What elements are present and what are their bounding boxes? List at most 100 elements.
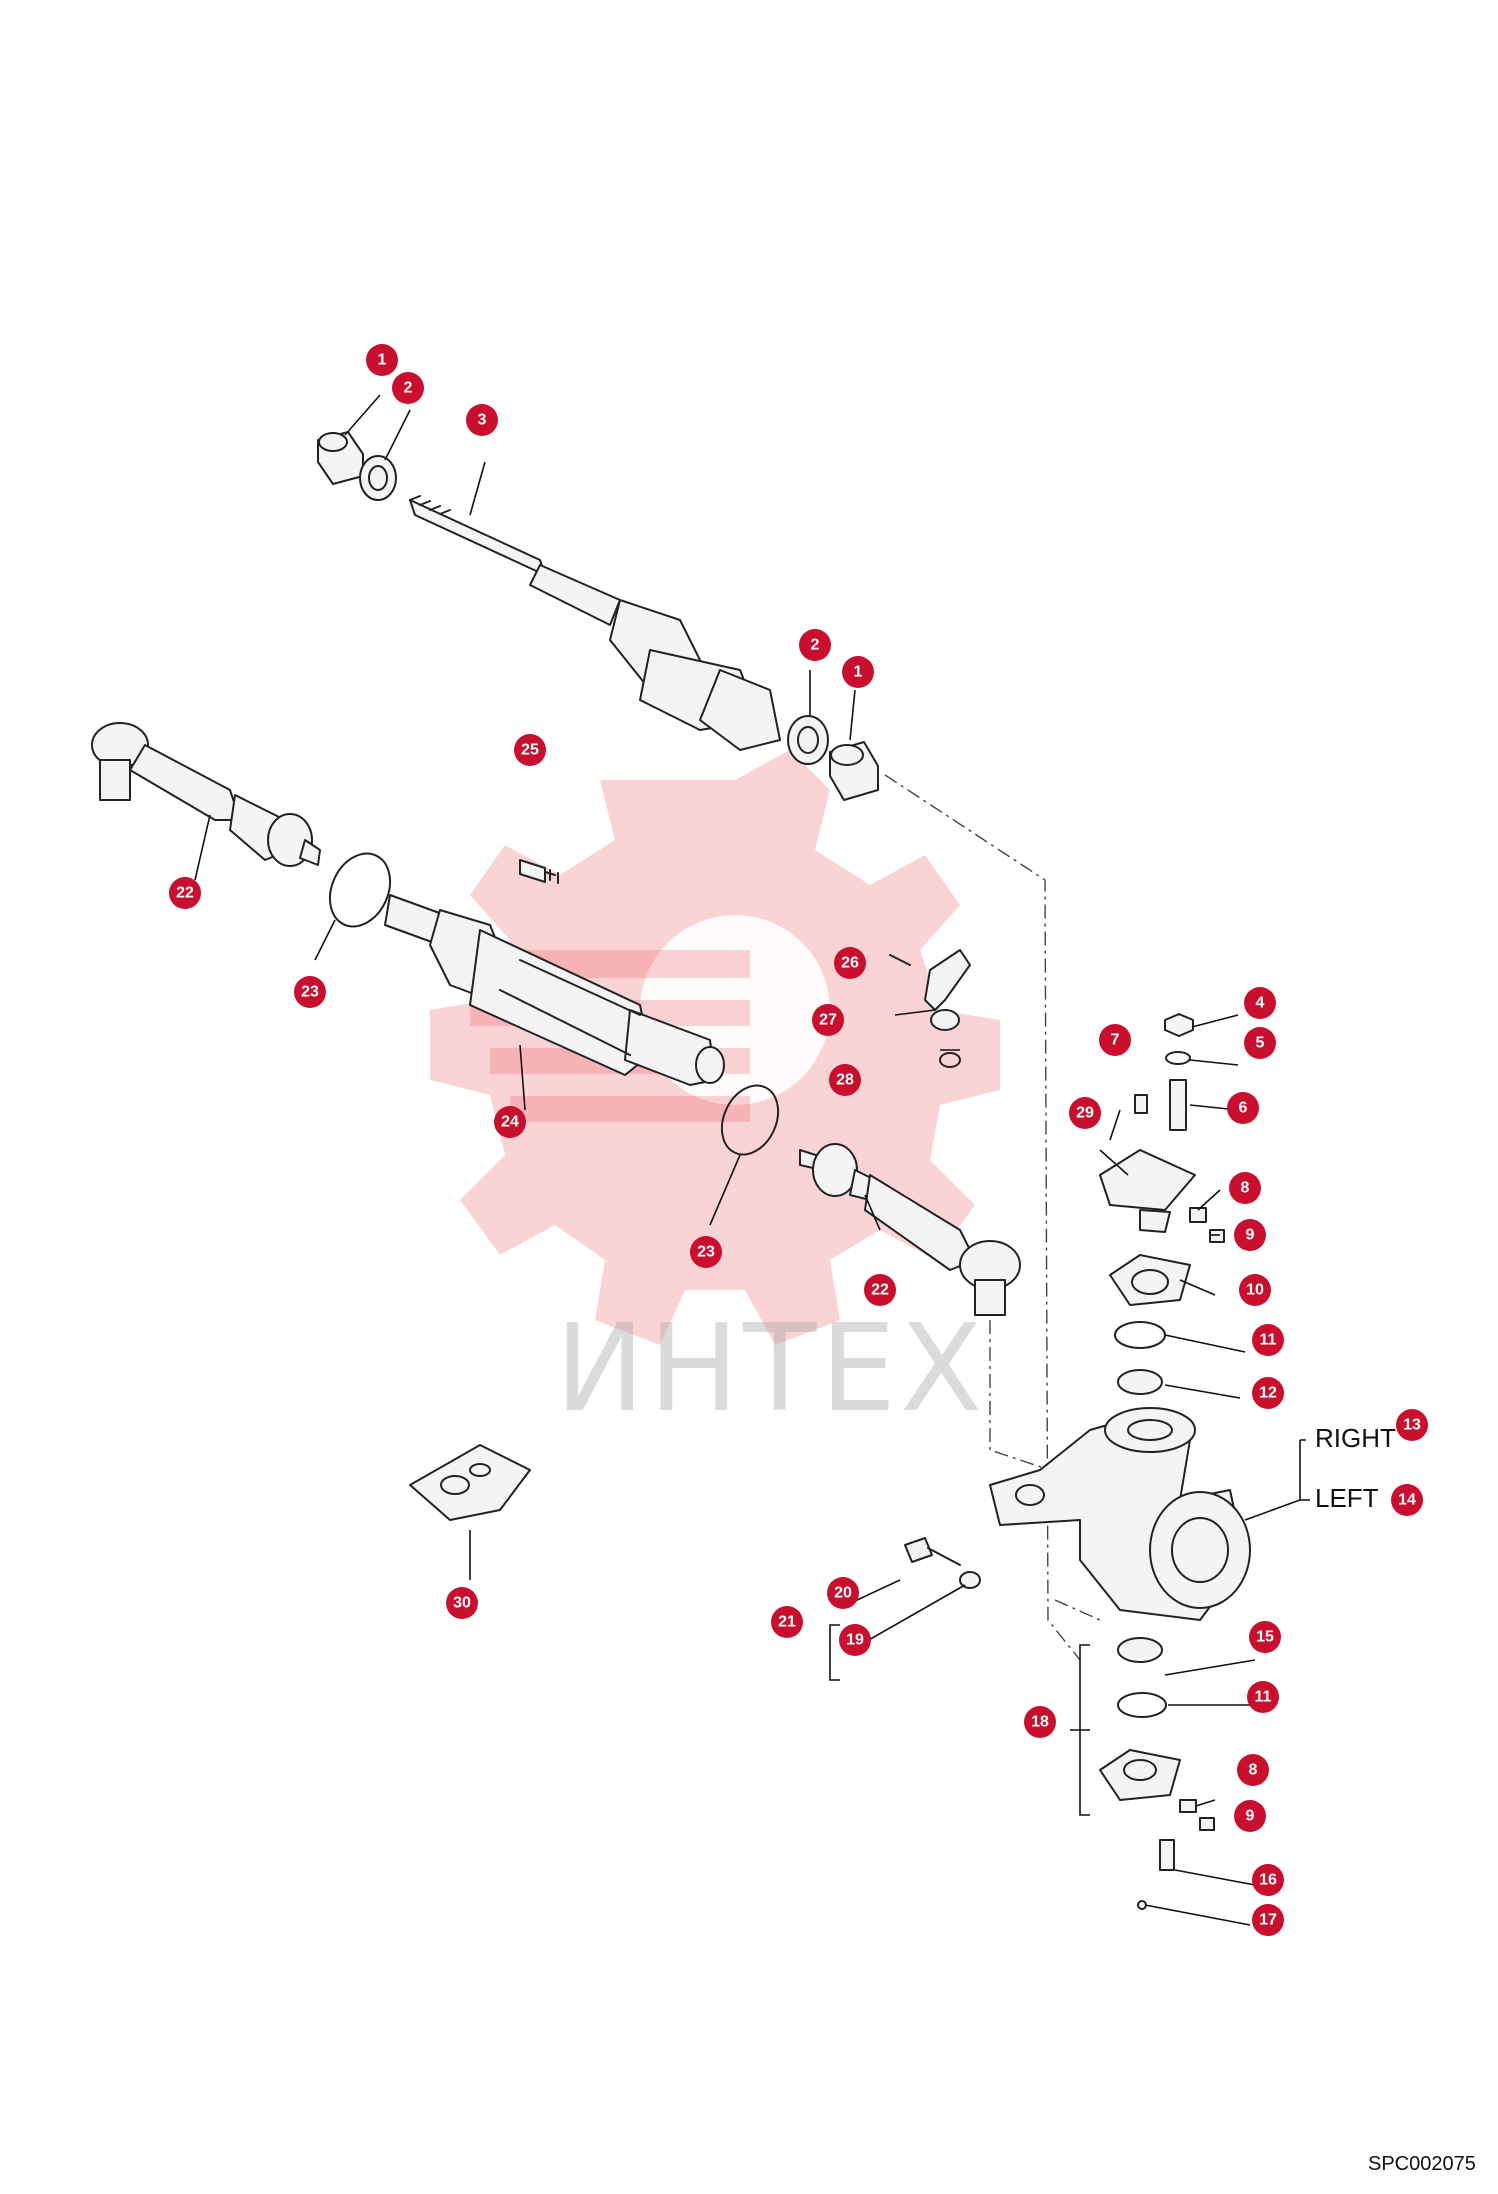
- upper-kingpin-stack: [1099, 1013, 1225, 1395]
- callout-15: 15: [1249, 1621, 1281, 1653]
- seal-upper: [359, 455, 397, 501]
- drive-shaft: [409, 495, 781, 751]
- leader-lines: [194, 394, 1310, 1926]
- callout-marker: [1247, 1681, 1279, 1713]
- tie-rod-end-right: [799, 1143, 1021, 1316]
- callout-marker: [829, 1064, 861, 1096]
- callout-number: 29: [1076, 1105, 1094, 1122]
- callout-25: 25: [514, 734, 546, 766]
- o-ring-left: [328, 852, 392, 928]
- label-right: RIGHT: [1315, 1423, 1396, 1453]
- callout-3: 3: [466, 404, 498, 436]
- bushing-upper: [317, 431, 364, 485]
- steering-cylinder: [384, 894, 725, 1086]
- callout-28: 28: [829, 1064, 861, 1096]
- callout-8: 8: [1229, 1172, 1261, 1204]
- callout-17: 17: [1252, 1904, 1284, 1936]
- callout-marker: [169, 877, 201, 909]
- callout-number: 5: [1256, 1035, 1265, 1052]
- callout-23: 23: [294, 976, 326, 1008]
- callout-marker: [1239, 1274, 1271, 1306]
- callout-number: 16: [1259, 1872, 1277, 1889]
- callout-marker: [1244, 1027, 1276, 1059]
- callout-13: 13: [1396, 1409, 1428, 1441]
- callout-marker: [1252, 1904, 1284, 1936]
- callout-marker: [1252, 1324, 1284, 1356]
- assembly-line: [1054, 1599, 1101, 1621]
- callout-number: 22: [871, 1282, 889, 1299]
- bolt-25: [519, 859, 559, 884]
- callout-number: 14: [1398, 1492, 1416, 1509]
- seal-lower: [787, 715, 829, 765]
- callout-marker: [1099, 1024, 1131, 1056]
- callout-9: 9: [1234, 1800, 1266, 1832]
- callout-marker: [1237, 1754, 1269, 1786]
- callout-number: 27: [819, 1012, 837, 1029]
- callout-number: 21: [778, 1614, 796, 1631]
- callout-marker: [1252, 1377, 1284, 1409]
- callout-marker: [1234, 1219, 1266, 1251]
- callout-number: 9: [1246, 1227, 1255, 1244]
- callout-1: 1: [366, 344, 398, 376]
- callout-number: 24: [501, 1114, 519, 1131]
- callout-11: 11: [1247, 1681, 1279, 1713]
- assembly-line: [884, 774, 1081, 1661]
- grease-fitting: [889, 949, 971, 1068]
- drawing-code: SPC002075: [1368, 2153, 1476, 2175]
- callout-marker: [1249, 1621, 1281, 1653]
- callout-marker: [494, 1106, 526, 1138]
- callout-number: 11: [1255, 1689, 1272, 1706]
- callout-27: 27: [812, 1004, 844, 1036]
- callout-marker: [690, 1236, 722, 1268]
- label-left: LEFT: [1315, 1483, 1379, 1513]
- callout-marker: [771, 1606, 803, 1638]
- callout-marker: [466, 404, 498, 436]
- callout-12: 12: [1252, 1377, 1284, 1409]
- callout-10: 10: [1239, 1274, 1271, 1306]
- callout-marker: [799, 629, 831, 661]
- callout-2: 2: [392, 372, 424, 404]
- tie-rod-end-left: [91, 722, 321, 867]
- steering-knuckle: [989, 1407, 1251, 1621]
- callout-number: 7: [1111, 1032, 1120, 1049]
- callout-22: 22: [169, 877, 201, 909]
- callout-number: 8: [1241, 1180, 1250, 1197]
- callout-22: 22: [864, 1274, 896, 1306]
- callout-marker: [827, 1577, 859, 1609]
- callout-number: 15: [1256, 1629, 1274, 1646]
- callout-number: 26: [841, 955, 859, 972]
- callout-number: 17: [1259, 1912, 1277, 1929]
- callout-29: 29: [1069, 1097, 1101, 1129]
- callout-number: 4: [1256, 995, 1265, 1012]
- bolt-20: [904, 1537, 981, 1589]
- bushing-lower: [829, 741, 879, 801]
- callout-2: 2: [799, 629, 831, 661]
- callout-11: 11: [1252, 1324, 1284, 1356]
- callout-marker: [842, 656, 874, 688]
- callout-number: 28: [836, 1072, 854, 1089]
- watermark-text: ИНТЕХ: [555, 1300, 986, 1439]
- callout-number: 9: [1246, 1808, 1255, 1825]
- callout-badges: 1232125222326272824232274562989101112131…: [169, 344, 1428, 1936]
- callout-marker: [1229, 1172, 1261, 1204]
- callout-30: 30: [446, 1587, 478, 1619]
- callout-20: 20: [827, 1577, 859, 1609]
- callout-8: 8: [1237, 1754, 1269, 1786]
- callout-marker: [1227, 1092, 1259, 1124]
- callout-19: 19: [839, 1624, 871, 1656]
- callout-16: 16: [1252, 1864, 1284, 1896]
- callout-number: 11: [1260, 1332, 1277, 1349]
- callout-marker: [839, 1624, 871, 1656]
- callout-number: 25: [521, 742, 539, 759]
- decal-sheet: [409, 1444, 531, 1521]
- callout-marker: [1396, 1409, 1428, 1441]
- callout-marker: [1234, 1800, 1266, 1832]
- callout-marker: [514, 734, 546, 766]
- callout-number: 30: [453, 1595, 471, 1612]
- callout-14: 14: [1391, 1484, 1423, 1516]
- callout-number: 18: [1031, 1714, 1049, 1731]
- callout-1: 1: [842, 656, 874, 688]
- callout-number: 2: [404, 380, 413, 397]
- callout-4: 4: [1244, 987, 1276, 1019]
- callout-26: 26: [834, 947, 866, 979]
